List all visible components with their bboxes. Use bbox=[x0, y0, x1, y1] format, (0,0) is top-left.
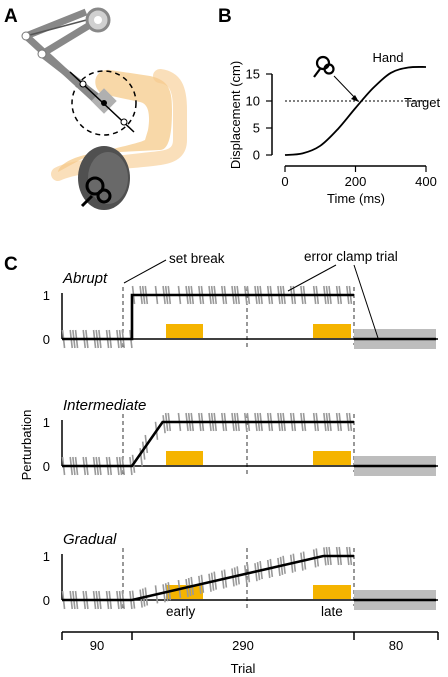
row-ytick-label: 0 bbox=[43, 593, 50, 608]
schedule-gradual: Gradual 0 1 bbox=[43, 531, 438, 610]
window-early bbox=[166, 451, 203, 465]
panel-label-b: B bbox=[218, 6, 232, 27]
arrowhead bbox=[351, 95, 359, 102]
row-ytick-label: 0 bbox=[43, 459, 50, 474]
trial-tick bbox=[162, 415, 166, 434]
schedule-abrupt: Abrupt 0 1 bbox=[43, 270, 438, 349]
chart-b-xtick-label: 0 bbox=[281, 174, 288, 189]
chart-b-xtick-label: 200 bbox=[345, 174, 367, 189]
row-ytick-label: 1 bbox=[43, 549, 50, 564]
annotation-error-clamp: error clamp trial bbox=[304, 249, 398, 264]
clamp-pointer-1 bbox=[287, 264, 337, 292]
label-late: late bbox=[321, 604, 343, 619]
clamp-pointer-2 bbox=[353, 264, 379, 339]
chart-b-ytick-label: 10 bbox=[246, 94, 260, 109]
panel-label-a: A bbox=[4, 6, 18, 27]
row-ytick-label: 1 bbox=[43, 288, 50, 303]
schedule-line bbox=[62, 554, 354, 602]
chart-c-ylabel: Perturbation bbox=[19, 410, 34, 481]
chart-b-xtick-label: 400 bbox=[415, 174, 437, 189]
label-early: early bbox=[166, 604, 196, 619]
segment-label-adapt: 290 bbox=[232, 638, 254, 653]
legend-target: Target bbox=[404, 95, 441, 110]
row-ytick-label: 1 bbox=[43, 415, 50, 430]
schedule-title: Gradual bbox=[63, 531, 117, 548]
row-ytick-label: 0 bbox=[43, 332, 50, 347]
trial-tick bbox=[139, 448, 143, 467]
robot-handle-icon bbox=[313, 55, 335, 78]
window-early bbox=[166, 324, 203, 338]
schedule-title: Abrupt bbox=[62, 270, 108, 287]
window-early bbox=[166, 585, 203, 599]
segment-label-clamp: 80 bbox=[389, 638, 403, 653]
window-late bbox=[313, 585, 351, 599]
set-break-pointer bbox=[123, 259, 167, 284]
window-late bbox=[313, 324, 351, 338]
schedule-title: Intermediate bbox=[63, 397, 146, 414]
legend-hand: Hand bbox=[372, 50, 403, 65]
arrow-to-crossing bbox=[333, 75, 358, 101]
chart-c-xlabel: Trial bbox=[231, 661, 256, 676]
chart-b-ytick-label: 15 bbox=[246, 67, 260, 82]
segment-label-pre: 90 bbox=[90, 638, 104, 653]
chart-b-ylabel: Displacement (cm) bbox=[228, 61, 243, 169]
schedule-intermediate: Intermediate 0 1 bbox=[43, 397, 438, 476]
illustration-robot-arm bbox=[21, 7, 187, 210]
chart-b-xlabel: Time (ms) bbox=[327, 191, 385, 206]
chart-b-ytick-label: 5 bbox=[253, 121, 260, 136]
schedule-line bbox=[62, 293, 354, 341]
panel-label-c: C bbox=[4, 254, 18, 275]
schedule-line bbox=[62, 420, 354, 468]
chart-b-ytick-label: 0 bbox=[253, 148, 260, 163]
window-late bbox=[313, 451, 351, 465]
trial-segment-bar: 90 290 80 bbox=[61, 631, 439, 653]
annotation-set-break: set break bbox=[169, 251, 225, 266]
chart-b: 0 5 10 15 0 200 400 Displacement (cm) Time (m… bbox=[228, 50, 441, 206]
series-hand-line bbox=[284, 66, 427, 156]
